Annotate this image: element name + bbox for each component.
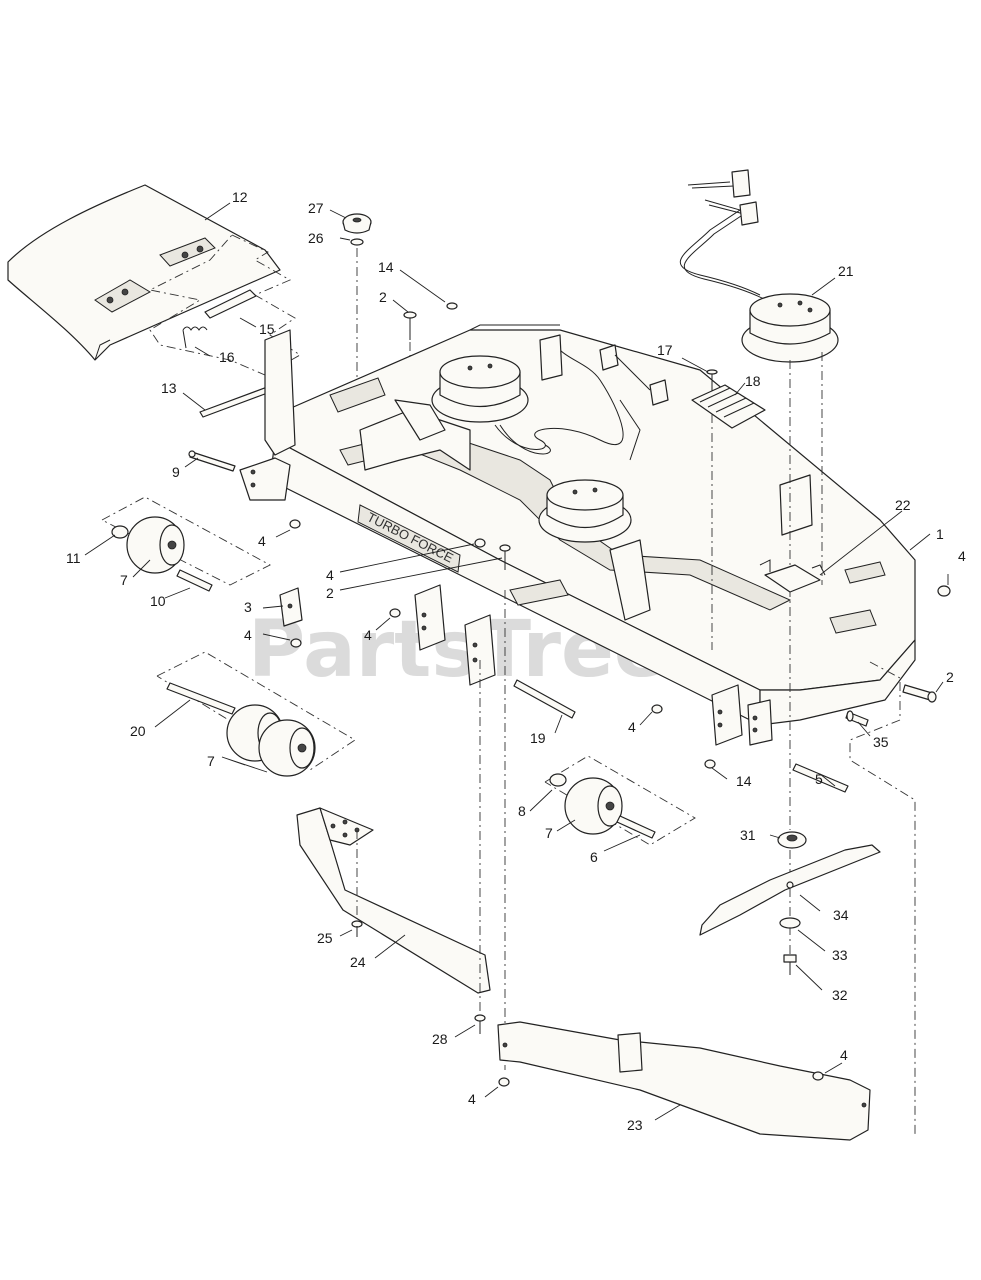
part-26-washer[interactable] xyxy=(350,238,364,246)
part-10-axle[interactable] xyxy=(176,569,213,592)
part-9-pin[interactable] xyxy=(188,450,236,472)
harness-bracket xyxy=(539,334,563,381)
callout-24: 24 xyxy=(350,954,366,970)
callout-16: 16 xyxy=(219,349,235,365)
callout-7: 7 xyxy=(120,572,128,588)
part-21-blade-motor[interactable] xyxy=(679,169,839,363)
callout-20: 20 xyxy=(130,723,146,739)
callout-9: 9 xyxy=(172,464,180,480)
part-25-bolt[interactable] xyxy=(351,920,363,937)
callout-18: 18 xyxy=(745,373,761,389)
callout-6: 6 xyxy=(590,849,598,865)
callout-27: 27 xyxy=(308,200,324,216)
callout-19: 19 xyxy=(530,730,546,746)
callout-22: 22 xyxy=(895,497,911,513)
part-3-bracket[interactable] xyxy=(279,587,303,627)
part-4-nut-f[interactable] xyxy=(651,704,663,714)
part-7-wheel-front-left[interactable] xyxy=(126,516,185,574)
callout-2: 2 xyxy=(379,289,387,305)
blade-motor-left xyxy=(431,355,529,423)
part-32-blade-bolt[interactable] xyxy=(783,954,797,975)
callout-21: 21 xyxy=(838,263,854,279)
part-8-bushing[interactable] xyxy=(549,773,567,787)
callout-17: 17 xyxy=(657,342,673,358)
callout-4: 4 xyxy=(364,627,372,643)
part-2-bolt-right[interactable] xyxy=(902,684,937,703)
callout-2: 2 xyxy=(326,585,334,601)
callout-14: 14 xyxy=(378,259,394,275)
callout-26: 26 xyxy=(308,230,324,246)
callout-11: 11 xyxy=(66,550,81,566)
part-7-wheel-right[interactable] xyxy=(564,777,623,835)
part-23-rear-baffle[interactable] xyxy=(497,1021,871,1141)
callout-4: 4 xyxy=(628,719,636,735)
part-6-axle[interactable] xyxy=(616,815,656,839)
callout-4: 4 xyxy=(958,548,966,564)
callout-4: 4 xyxy=(468,1091,476,1107)
callout-10: 10 xyxy=(150,593,166,609)
callout-34: 34 xyxy=(833,907,849,923)
callout-25: 25 xyxy=(317,930,333,946)
part-16-spring[interactable] xyxy=(182,326,208,349)
part-14-nut-low[interactable] xyxy=(704,759,716,769)
callout-15: 15 xyxy=(259,321,275,337)
part-4-nut-d[interactable] xyxy=(389,608,401,618)
blade-motor-center xyxy=(538,479,632,543)
part-24-front-baffle[interactable] xyxy=(296,807,491,994)
part-2-bolt-mid[interactable] xyxy=(499,544,511,570)
part-34-blade[interactable] xyxy=(699,844,881,936)
callout-4: 4 xyxy=(326,567,334,583)
callout-3: 3 xyxy=(244,599,252,615)
callout-7: 7 xyxy=(207,753,215,769)
part-14-nut-top[interactable] xyxy=(446,302,458,310)
callout-13: 13 xyxy=(161,380,177,396)
part-19-rod[interactable] xyxy=(513,679,576,719)
callout-4: 4 xyxy=(244,627,252,643)
part-2-bolt-top[interactable] xyxy=(403,311,417,340)
part-35-bolt[interactable] xyxy=(845,710,869,727)
callout-35: 35 xyxy=(873,734,889,750)
part-22-spindle-mount[interactable] xyxy=(759,559,826,593)
part-4-nut-e[interactable] xyxy=(937,585,951,597)
callout-23: 23 xyxy=(627,1117,643,1133)
callout-31: 31 xyxy=(740,827,756,843)
part-4-nut-h[interactable] xyxy=(498,1077,510,1087)
leader-lines xyxy=(84,202,949,1121)
part-27-knob[interactable] xyxy=(342,213,372,234)
callout-labels: 12 27 26 14 2 15 16 13 9 11 7 10 4 4 2 3… xyxy=(66,189,966,1133)
callout-5: 5 xyxy=(815,771,823,787)
callout-14: 14 xyxy=(736,773,752,789)
part-28-bolt[interactable] xyxy=(474,1014,486,1034)
callout-33: 33 xyxy=(832,947,848,963)
callout-8: 8 xyxy=(518,803,526,819)
wire-harness-deck xyxy=(494,349,624,450)
wheel-group-left-outline xyxy=(101,496,271,586)
part-4-nut-c[interactable] xyxy=(474,538,486,548)
callout-4: 4 xyxy=(258,533,266,549)
part-12-discharge-chute[interactable] xyxy=(7,184,281,361)
part-18-pad[interactable] xyxy=(691,384,766,429)
part-4-nut-g[interactable] xyxy=(812,1071,824,1081)
part-15-rod[interactable] xyxy=(204,289,257,319)
part-20-axle[interactable] xyxy=(166,682,236,715)
callout-32: 32 xyxy=(832,987,848,1003)
part-11-bushing[interactable] xyxy=(111,525,129,539)
part-4-nut-a[interactable] xyxy=(289,519,301,529)
part-31-spindle[interactable] xyxy=(777,831,807,849)
callout-2: 2 xyxy=(946,669,954,685)
part-7-wheel-rear-b[interactable] xyxy=(258,719,316,777)
part-33-washer[interactable] xyxy=(779,917,801,929)
callout-7: 7 xyxy=(545,825,553,841)
callout-4: 4 xyxy=(840,1047,848,1063)
part-4-nut-b[interactable] xyxy=(290,638,302,648)
callout-12: 12 xyxy=(232,189,248,205)
callout-1: 1 xyxy=(936,526,944,542)
callout-28: 28 xyxy=(432,1031,448,1047)
